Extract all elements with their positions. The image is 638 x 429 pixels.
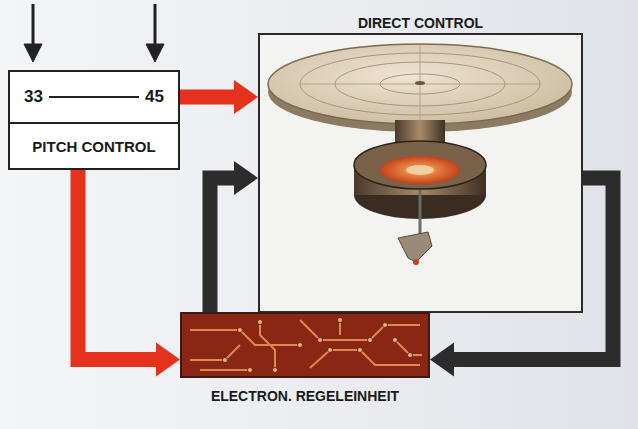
box-title: DIRECT CONTROL	[260, 15, 581, 31]
box-title: ELECTRON. REGELEINHEIT	[142, 388, 468, 404]
arrow-head	[430, 343, 454, 377]
pitch-scale: 33 45	[10, 72, 178, 124]
signal-arrow	[210, 161, 258, 312]
box-label: PITCH CONTROL	[32, 138, 155, 155]
arrow-shaft	[78, 170, 158, 360]
panel-ground	[260, 35, 581, 311]
signal-arrow	[180, 80, 258, 114]
circuit-board	[182, 314, 428, 376]
arrow-head	[234, 80, 258, 114]
arrow-shaft	[210, 178, 236, 312]
speed-value: 45	[145, 87, 164, 107]
arrow-shaft	[452, 178, 613, 360]
input-arrows	[24, 4, 164, 62]
turntable-platter	[268, 44, 572, 132]
direct-control-box: DIRECT CONTROL	[258, 33, 583, 313]
pitch-slider-line	[49, 96, 139, 98]
signal-arrow	[430, 178, 613, 377]
signal-arrow	[78, 170, 180, 377]
speed-value: 33	[24, 87, 43, 107]
arrow-shaft	[180, 90, 236, 105]
control-unit-board: ELECTRON. REGELEINHEIT	[180, 312, 430, 378]
direct-drive-motor	[354, 120, 486, 265]
pitch-label-row: PITCH CONTROL	[10, 124, 178, 168]
arrow-head	[234, 161, 258, 195]
pitch-control-box: 33 45PITCH CONTROL	[8, 70, 180, 170]
arrow-head	[156, 343, 180, 377]
